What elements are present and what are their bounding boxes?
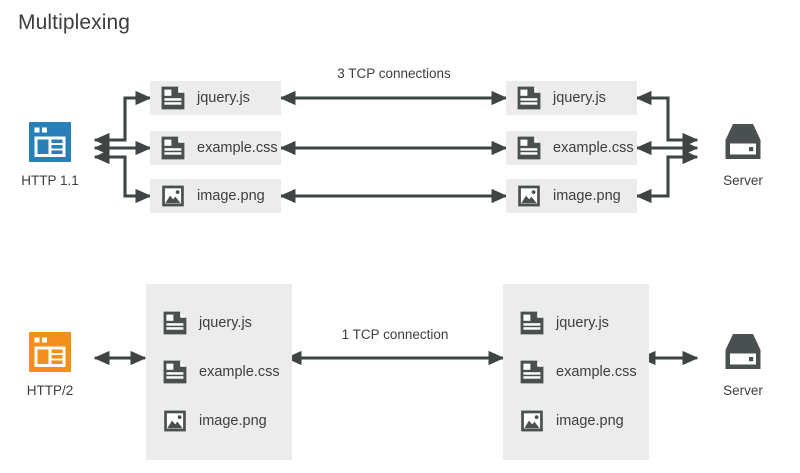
document-icon: [520, 360, 544, 384]
resource-row: example.css: [162, 355, 292, 389]
resource-row: jquery.js: [516, 81, 606, 115]
browser-window-icon: [29, 332, 71, 372]
document-icon: [517, 136, 541, 160]
resource-name: example.css: [197, 140, 278, 156]
wire-http11-server-jquery: [635, 90, 699, 148]
endpoint-client-http11[interactable]: HTTP 1.1: [4, 118, 96, 188]
image-file-icon: [164, 410, 186, 432]
resource-name: jquery.js: [553, 90, 606, 106]
resource-box-http11-server-image[interactable]: image.png: [506, 179, 637, 213]
endpoint-label: Server: [723, 383, 763, 398]
resource-row: example.css: [516, 131, 634, 165]
resource-row: example.css: [519, 355, 649, 389]
browser-window-icon: [29, 122, 71, 162]
resource-name: jquery.js: [556, 314, 609, 331]
resource-row: example.css: [160, 131, 278, 165]
document-icon: [163, 311, 187, 335]
document-icon: [163, 360, 187, 384]
connection-label-http2: 1 TCP connection: [341, 327, 449, 342]
resource-box-http11-client-image[interactable]: image.png: [150, 179, 281, 213]
resource-row: image.png: [516, 179, 621, 213]
resource-row: image.png: [162, 404, 292, 438]
resource-box-http2-server[interactable]: jquery.js example.css image.png: [503, 284, 649, 460]
resource-name: image.png: [556, 413, 624, 430]
resource-name: example.css: [553, 140, 634, 156]
resource-name: image.png: [197, 188, 265, 204]
resource-name: example.css: [556, 363, 637, 380]
endpoint-server-http2[interactable]: Server: [697, 328, 789, 398]
server-icon: [725, 334, 761, 369]
resource-row: jquery.js: [162, 306, 292, 340]
resource-box-http11-client-jquery[interactable]: jquery.js: [150, 81, 281, 115]
resource-row: image.png: [160, 179, 265, 213]
connection-label-http11: 3 TCP connections: [337, 66, 451, 81]
endpoint-server-http11[interactable]: Server: [697, 118, 789, 188]
resource-box-http2-client[interactable]: jquery.js example.css image.png: [146, 284, 292, 460]
wire-http11-client-jquery: [93, 90, 152, 148]
resource-name: image.png: [199, 413, 267, 430]
wire-http11-client-image: [93, 149, 152, 204]
resource-box-http11-client-css[interactable]: example.css: [150, 131, 281, 165]
image-file-icon: [518, 185, 540, 207]
endpoint-label: HTTP 1.1: [21, 173, 79, 188]
resource-name: jquery.js: [197, 90, 250, 106]
resource-name: image.png: [553, 188, 621, 204]
resource-row: image.png: [519, 404, 649, 438]
resource-box-http11-server-css[interactable]: example.css: [506, 131, 637, 165]
document-icon: [161, 86, 185, 110]
document-icon: [161, 136, 185, 160]
wire-http11-server-image: [635, 149, 699, 204]
document-icon: [520, 311, 544, 335]
resource-name: example.css: [199, 363, 280, 380]
endpoint-label: HTTP/2: [26, 383, 74, 398]
resource-row: jquery.js: [160, 81, 250, 115]
resource-box-http11-server-jquery[interactable]: jquery.js: [506, 81, 637, 115]
resource-name: jquery.js: [199, 314, 252, 331]
image-file-icon: [521, 410, 543, 432]
resource-row: jquery.js: [519, 306, 649, 340]
page-title: Multiplexing: [18, 11, 131, 34]
server-icon: [725, 124, 761, 159]
endpoint-client-http2[interactable]: HTTP/2: [4, 328, 96, 398]
document-icon: [517, 86, 541, 110]
image-file-icon: [162, 185, 184, 207]
endpoint-label: Server: [723, 173, 763, 188]
